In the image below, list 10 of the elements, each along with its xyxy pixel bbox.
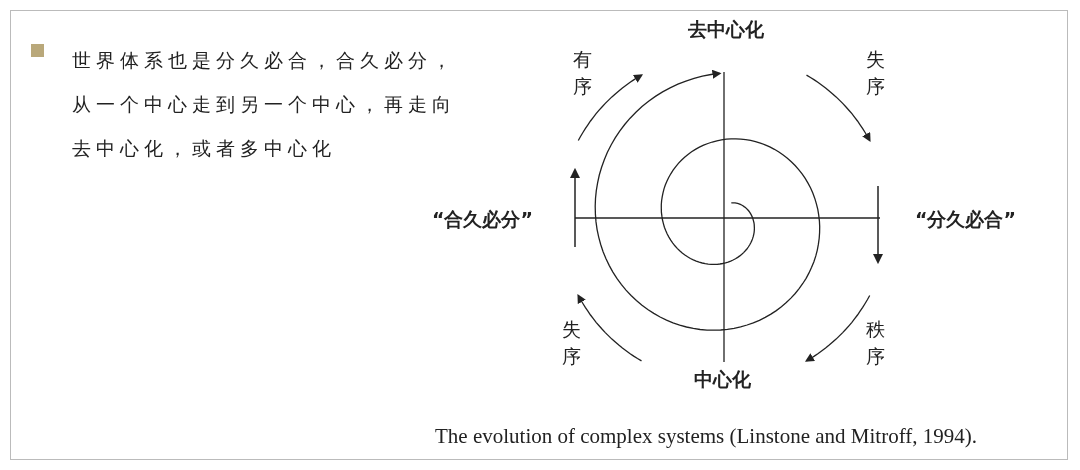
- axis-label: 中心化: [694, 370, 751, 389]
- axis-label: 去中心化: [688, 20, 764, 39]
- phase-label: 秩序: [866, 317, 886, 369]
- quadrant-label: “合久必分”: [432, 210, 533, 229]
- bullet-text: 世界体系也是分久必合，合久必分，从一个中心走到另一个中心，再走向去中心化，或者多中心化: [72, 48, 457, 161]
- figure-caption: The evolution of complex systems (Linstone and Mitroff, 1994).: [435, 424, 978, 449]
- phase-label: 失序: [562, 317, 582, 369]
- phase-label: 有序: [573, 47, 593, 99]
- quadrant-label: “分久必合”: [915, 210, 1016, 229]
- phase-label: 失序: [866, 47, 886, 99]
